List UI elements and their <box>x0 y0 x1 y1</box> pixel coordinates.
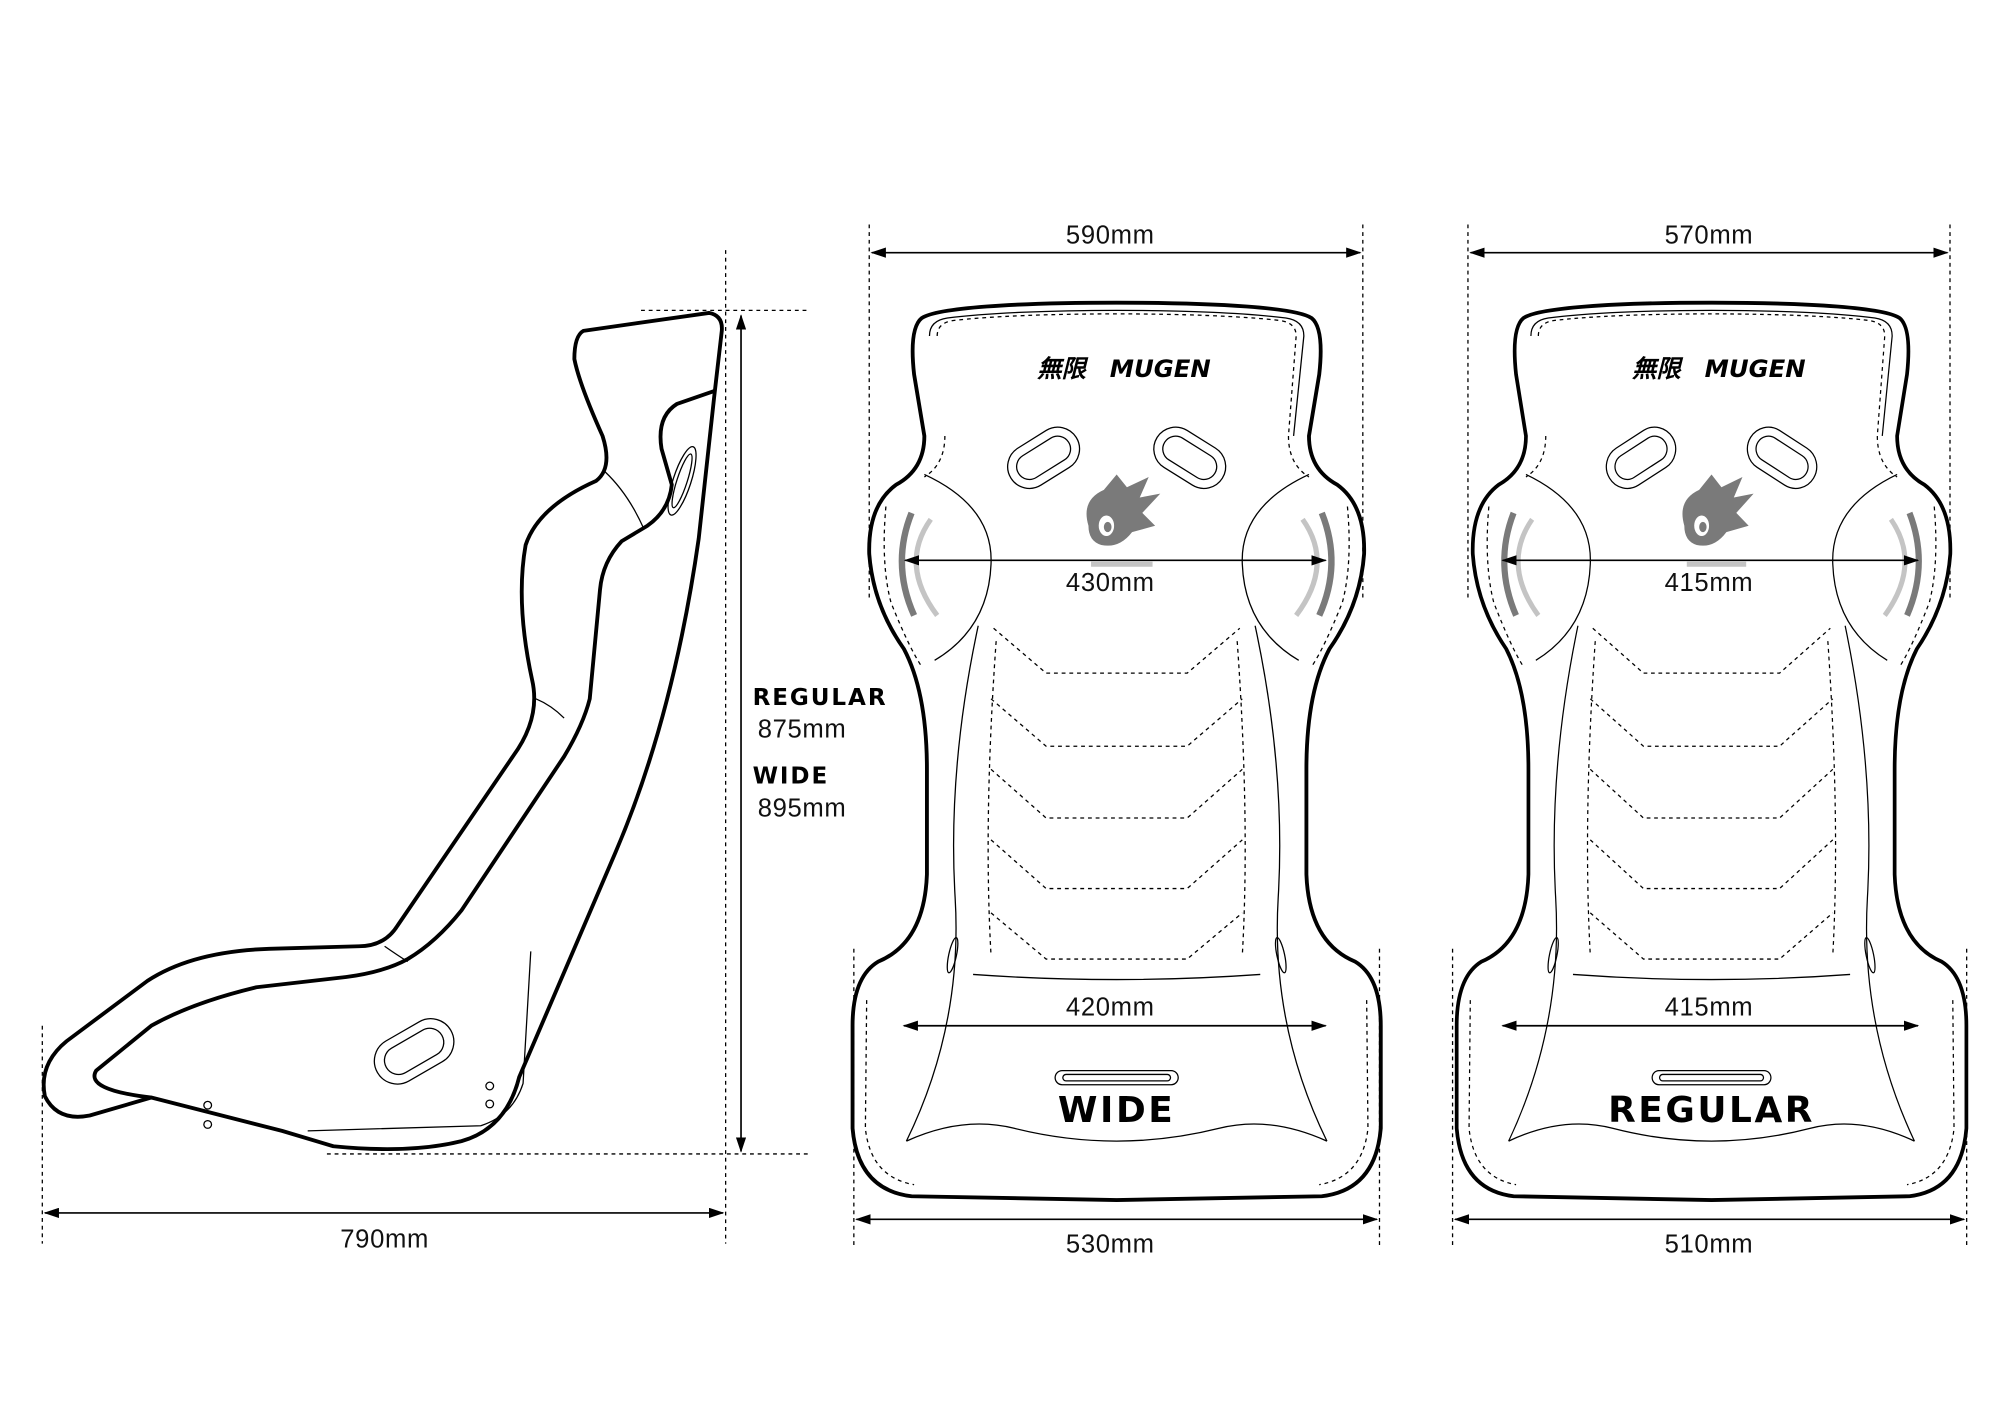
regular-top-width: 570mm <box>1665 222 1754 250</box>
wide-seat-drawing <box>853 303 1381 1200</box>
wide-front-view: 無限 MUGEN 590mm 430mm 420mm WIDE 530mm <box>853 222 1381 1259</box>
side-seat-outline <box>41 310 724 1152</box>
wide-model-label: WIDE <box>1058 1090 1175 1131</box>
side-mount-slot <box>373 1018 455 1085</box>
height-wide-value: 895mm <box>758 795 847 823</box>
wide-seat-width: 420mm <box>1066 993 1155 1021</box>
height-regular-model: REGULAR <box>753 685 888 711</box>
svg-text:無限: 無限 <box>1631 354 1683 383</box>
wide-logo: 無限 MUGEN <box>1036 354 1211 383</box>
side-view: 790mm REGULAR 875mm WIDE 895mm <box>41 250 888 1254</box>
wide-bottom-width: 530mm <box>1066 1231 1155 1259</box>
regular-shoulder-width: 415mm <box>1665 569 1754 597</box>
wide-shoulder-width: 430mm <box>1066 569 1155 597</box>
regular-seat-drawing <box>1457 303 1967 1200</box>
svg-text:MUGEN: MUGEN <box>1705 354 1806 383</box>
regular-seat-width: 415mm <box>1665 993 1754 1021</box>
side-depth-label: 790mm <box>340 1226 429 1254</box>
height-wide-model: WIDE <box>753 763 830 789</box>
regular-model-label: REGULAR <box>1608 1090 1815 1131</box>
height-regular-value: 875mm <box>758 715 847 743</box>
regular-front-view: 無限 MUGEN 570mm 415mm 415mm REGULAR 510mm <box>1451 222 1967 1259</box>
regular-bottom-width: 510mm <box>1665 1231 1754 1259</box>
svg-text:MUGEN: MUGEN <box>1110 354 1211 383</box>
wide-top-width: 590mm <box>1066 222 1155 250</box>
svg-text:無限: 無限 <box>1036 354 1088 383</box>
regular-logo: 無限 MUGEN <box>1631 354 1806 383</box>
side-headrest-slot <box>667 445 697 516</box>
